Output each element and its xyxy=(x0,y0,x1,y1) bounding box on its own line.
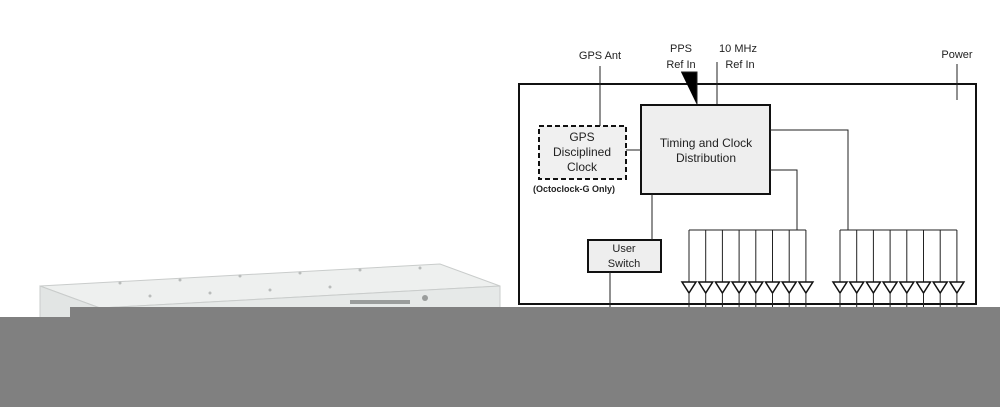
buffer-triangle xyxy=(948,281,966,295)
gps-clock-line3: Clock xyxy=(567,160,598,174)
switch-line1: User xyxy=(612,243,636,255)
bottom-band-edge xyxy=(70,307,1000,319)
buffer-triangle xyxy=(747,281,765,295)
buffer-triangle xyxy=(915,281,932,295)
device-ports xyxy=(350,295,428,304)
buffer-triangle xyxy=(780,281,798,295)
buffer-triangle xyxy=(931,281,949,295)
internal-connections xyxy=(609,129,849,310)
buffer-triangle xyxy=(714,281,731,295)
ref-label-line2: Ref In xyxy=(725,59,754,71)
timing-line1: Timing and Clock xyxy=(660,136,753,150)
buffer-triangle xyxy=(680,281,698,295)
gps-clock-line2: Disciplined xyxy=(553,145,611,159)
power-label: Power xyxy=(941,49,973,61)
ref-label-line1: 10 MHz xyxy=(719,43,757,55)
switch-line2: Switch xyxy=(608,258,640,270)
buffer-triangle xyxy=(697,281,715,295)
buffer-triangle xyxy=(730,281,748,295)
buffer-triangle xyxy=(898,281,916,295)
gps-clock-line1: GPS xyxy=(569,130,594,144)
device-screws xyxy=(118,266,422,298)
timing-distribution-box xyxy=(640,104,771,195)
gps-only-note: (Octoclock-G Only) xyxy=(533,184,615,194)
buffer-triangle xyxy=(848,281,866,295)
input-leads xyxy=(599,62,958,126)
user-switch-box xyxy=(587,239,662,273)
buffer-triangle xyxy=(881,281,899,295)
buffer-triangle xyxy=(865,281,882,295)
buffer-triangle xyxy=(797,281,815,295)
bottom-overlay-band xyxy=(0,317,1000,407)
gps-ant-label: GPS Ant xyxy=(579,50,621,62)
output-buffer-bank-2 xyxy=(831,229,966,312)
pps-label-line2: Ref In xyxy=(666,59,695,71)
pps-label-line1: PPS xyxy=(670,43,692,55)
gps-clock-box xyxy=(538,125,627,180)
buffer-triangle xyxy=(831,281,849,295)
buffer-triangle xyxy=(764,281,781,295)
timing-line2: Distribution xyxy=(676,151,736,165)
